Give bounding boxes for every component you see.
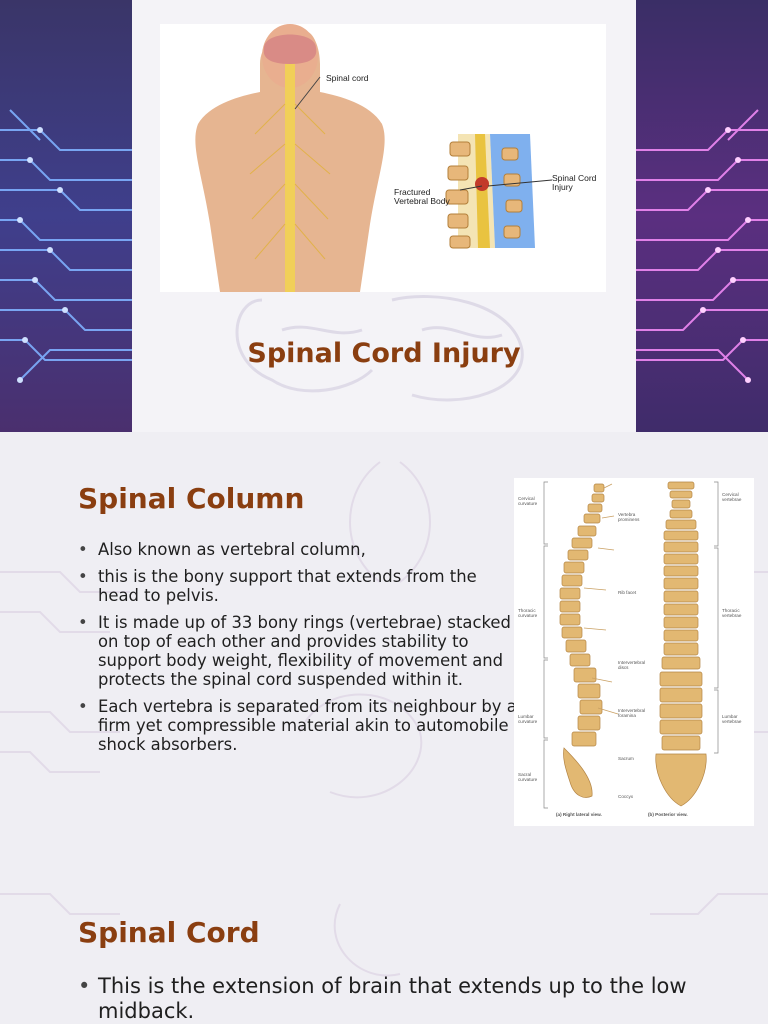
section-heading: Spinal Column bbox=[78, 482, 305, 515]
label-sacrum: Sacrum bbox=[618, 756, 634, 761]
label-cervical-vertebrae: Cervical vertebrae bbox=[722, 492, 742, 502]
label-injury-2: Injury bbox=[552, 182, 573, 192]
bullet-list: This is the extension of brain that exte… bbox=[78, 974, 718, 1024]
label-injury-1: Spinal Cord bbox=[552, 173, 597, 183]
label-lumbar-vertebrae: Lumbar vertebrae bbox=[722, 714, 742, 724]
label-spinal-cord: Spinal cord bbox=[326, 73, 369, 83]
label-intervertebral-foramina: Intervertebral foramina bbox=[618, 708, 646, 718]
list-item: This is the extension of brain that exte… bbox=[78, 974, 718, 1024]
label-lumbar-curvature: Lumbar curvature bbox=[518, 714, 538, 724]
slide-title: Spinal cord Fractured Vertebral Body Spi… bbox=[0, 0, 768, 432]
spine-illustration bbox=[543, 481, 719, 809]
vertebral-column-figure: Cervical curvature Thoracic curvature Lu… bbox=[514, 478, 754, 826]
section-heading: Spinal Cord bbox=[78, 916, 260, 949]
label-rib-facet: Rib facet bbox=[618, 590, 637, 595]
caption-posterior-view: (b) Posterior view. bbox=[648, 812, 688, 817]
label-fractured-2: Vertebral Body bbox=[394, 196, 450, 206]
list-item: It is made up of 33 bony rings (vertebra… bbox=[78, 613, 518, 689]
label-vertebra-prominens: Vertebra prominens bbox=[618, 512, 640, 522]
caption-lateral-view: (a) Right lateral view. bbox=[556, 812, 602, 817]
circuit-background bbox=[0, 0, 768, 432]
list-item: Each vertebra is separated from its neig… bbox=[78, 697, 518, 754]
slide-spinal-column: Spinal Column Also known as vertebral co… bbox=[0, 432, 768, 864]
slide-title-text: Spinal Cord Injury bbox=[247, 338, 521, 369]
anatomy-figure bbox=[195, 24, 553, 294]
slide-spinal-cord: Spinal Cord This is the extension of bra… bbox=[0, 864, 768, 1024]
spinal-cord-line bbox=[285, 64, 295, 294]
lateral-spine bbox=[559, 483, 605, 798]
spine-injury-illustration: Spinal cord Fractured Vertebral Body Spi… bbox=[160, 24, 606, 294]
label-coccyx: Coccyx bbox=[618, 794, 634, 799]
brain bbox=[263, 34, 317, 64]
label-thoracic-vertebrae: Thoracic vertebrae bbox=[722, 608, 742, 618]
list-item: Also known as vertebral column, bbox=[78, 540, 518, 559]
label-intervertebral-discs: Intervertebral discs bbox=[618, 660, 646, 670]
label-fractured-1: Fractured bbox=[394, 187, 431, 197]
label-thoracic-curvature: Thoracic curvature bbox=[518, 608, 538, 618]
bullet-list: Also known as vertebral column, this is … bbox=[78, 540, 518, 762]
label-cervical-curvature: Cervical curvature bbox=[518, 496, 538, 506]
brain-watermark bbox=[235, 295, 524, 402]
spine-cross-section bbox=[430, 132, 553, 249]
list-item: this is the bony support that extends fr… bbox=[78, 567, 518, 605]
label-sacral-curvature: Sacral curvature bbox=[518, 772, 538, 782]
posterior-spine bbox=[655, 481, 707, 807]
